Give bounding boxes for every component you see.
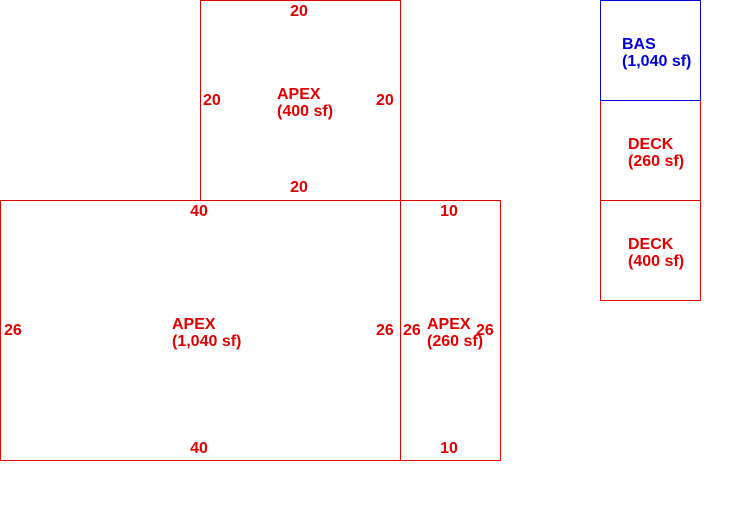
- apex-main-label: APEX (1,040 sf): [172, 316, 241, 350]
- apex-top-dim-right: 20: [376, 92, 394, 109]
- apex-top-label: APEX (400 sf): [277, 86, 333, 120]
- legend-bas-name: BAS: [622, 36, 656, 53]
- legend-deck-2-area: (400 sf): [628, 253, 685, 270]
- apex-side-dim-top: 10: [440, 203, 458, 220]
- apex-main-dim-right: 26: [376, 322, 394, 339]
- apex-side-name: APEX: [427, 316, 471, 333]
- legend-deck-2-label: DECK (400 sf): [628, 236, 684, 270]
- legend-bas-box: [600, 0, 701, 101]
- apex-main-name: APEX: [172, 316, 216, 333]
- legend-deck-2-name: DECK: [628, 236, 674, 253]
- apex-top-dim-left: 20: [203, 92, 221, 109]
- legend-deck-1-area: (260 sf): [628, 153, 685, 170]
- legend-deck-1-name: DECK: [628, 136, 674, 153]
- legend-deck-2-box: [600, 200, 701, 301]
- apex-side-label: APEX (260 sf): [427, 316, 483, 350]
- legend-bas-area: (1,040 sf): [622, 53, 692, 70]
- apex-top-name: APEX: [277, 86, 321, 103]
- apex-main-area: (1,040 sf): [172, 333, 242, 350]
- apex-top-dim-bottom: 20: [290, 179, 308, 196]
- apex-main-dim-left: 26: [4, 322, 22, 339]
- apex-side-dim-right: 26: [476, 322, 494, 339]
- apex-main-dim-bottom: 40: [190, 440, 208, 457]
- apex-main-dim-top: 40: [190, 203, 208, 220]
- apex-top-area: (400 sf): [277, 103, 334, 120]
- apex-side-dim-bottom: 10: [440, 440, 458, 457]
- apex-side-room: [400, 200, 501, 461]
- apex-top-dim-top: 20: [290, 3, 308, 20]
- apex-side-area: (260 sf): [427, 333, 484, 350]
- legend-deck-1-label: DECK (260 sf): [628, 136, 684, 170]
- apex-side-dim-left: 26: [403, 322, 421, 339]
- legend-bas-label: BAS (1,040 sf): [622, 36, 691, 70]
